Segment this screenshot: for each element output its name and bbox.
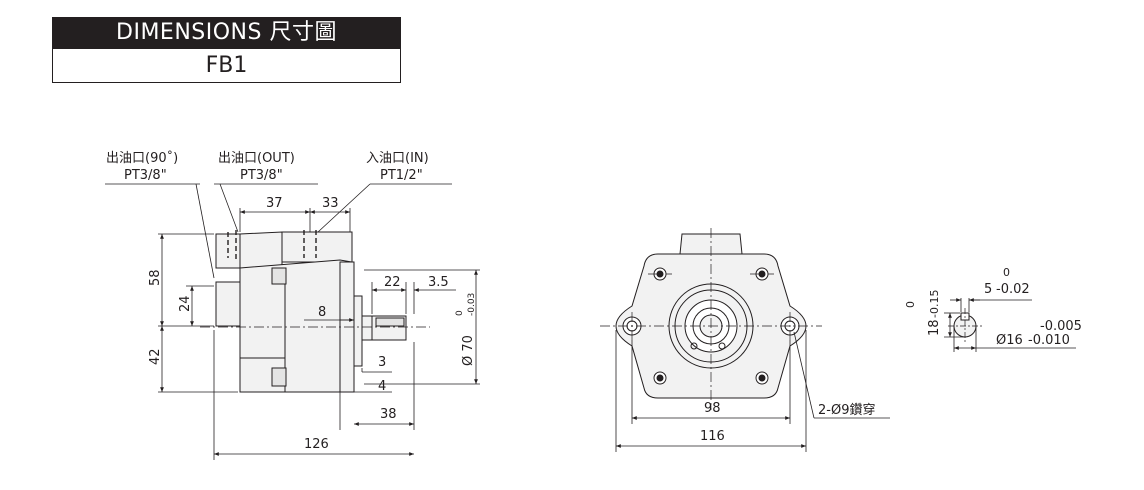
rear-cover (215, 281, 241, 327)
port-boss-out (239, 231, 283, 269)
dim-116: 116 (700, 429, 725, 444)
key-width: 5 (984, 282, 992, 297)
callout-in-label: 入油口(IN) (366, 151, 429, 166)
front-view (600, 228, 822, 410)
shaft-dia-tol-lower: -0.010 (1028, 333, 1070, 348)
key-height-tol-lower: -0.15 (928, 290, 941, 318)
dim-22: 22 (384, 275, 401, 290)
side-view-labels: 出油口(90˚) PT3/8" 出油口(OUT) PT3/8" 入油口(IN) … (106, 150, 477, 452)
shaft-dia: Ø16 (996, 333, 1023, 348)
front-view-labels: 98 116 2-Ø9鑽穿 (700, 401, 875, 444)
title-banner: DIMENSIONS 尺寸圖 (52, 17, 401, 49)
model-label: FB1 (52, 49, 401, 83)
port-boss-in (281, 231, 353, 263)
dim-4: 4 (378, 379, 386, 394)
callout-out-thread: PT3/8" (240, 168, 283, 183)
dim-38: 38 (380, 407, 397, 422)
dim-8: 8 (318, 305, 326, 320)
dim-58: 58 (148, 269, 163, 286)
side-dimension-lines (105, 183, 480, 460)
dim-3: 3 (378, 355, 386, 370)
dim-3-5: 3.5 (428, 275, 449, 290)
key-height-tol-upper: 0 (904, 301, 917, 308)
callout-out-90-label: 出油口(90˚) (106, 150, 178, 166)
dim-98: 98 (704, 401, 721, 416)
key-height: 18 (927, 319, 942, 336)
dim-shaft-dia: Ø 70 (461, 335, 476, 366)
key-view-labels: 0 5 -0.02 0 18 -0.15 -0.005 Ø16 -0.010 (904, 266, 1082, 348)
dim-shaft-tol-lower: -0.03 (467, 293, 477, 316)
shaft-dia-tol-upper: -0.005 (1040, 319, 1082, 334)
pilot (353, 295, 363, 367)
dim-33: 33 (322, 196, 339, 211)
callout-out-90-thread: PT3/8" (124, 168, 167, 183)
dim-24: 24 (178, 295, 193, 312)
key-width-tol-upper: 0 (1003, 266, 1010, 279)
dim-37: 37 (266, 196, 283, 211)
shaft-key (375, 317, 405, 327)
side-view (200, 230, 430, 393)
key-dimension-lines (944, 298, 1076, 352)
bolt-head-bottom (271, 367, 287, 387)
key-width-tol-lower: -0.02 (996, 282, 1030, 297)
bolt-head-top (271, 267, 287, 285)
pump-body (239, 259, 353, 393)
callout-out-label: 出油口(OUT) (218, 151, 295, 166)
dim-shaft-tol-upper: 0 (455, 310, 465, 316)
callout-in-thread: PT1/2" (380, 168, 423, 183)
dim-126: 126 (304, 437, 329, 452)
front-dimension-lines (615, 330, 890, 452)
dim-42: 42 (148, 348, 163, 365)
holes-callout: 2-Ø9鑽穿 (818, 402, 875, 418)
